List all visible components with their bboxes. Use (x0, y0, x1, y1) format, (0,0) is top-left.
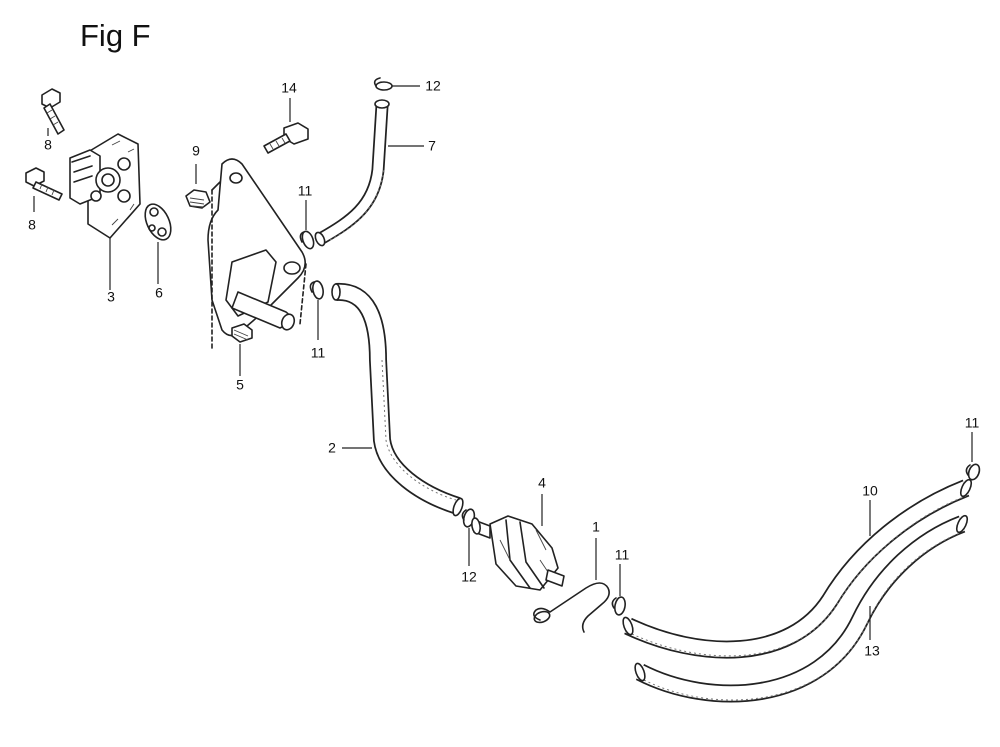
wire-clip (532, 582, 610, 633)
figure-title: Fig F (80, 18, 151, 53)
label-11b: 11 (311, 345, 326, 361)
fuel-hose-7 (314, 99, 390, 247)
fuel-pump (69, 133, 141, 239)
label-11c: 11 (615, 547, 630, 563)
bolt-8-lower (25, 167, 63, 201)
label-3: 3 (107, 289, 115, 305)
fuel-hose-13 (634, 514, 969, 703)
bolt-8-upper (41, 88, 65, 135)
fuel-filter (471, 515, 565, 591)
label-11a: 11 (298, 183, 313, 199)
clip-11-upper (299, 230, 315, 250)
label-10: 10 (862, 483, 878, 499)
fuel-hose-2 (331, 282, 464, 517)
label-5: 5 (236, 377, 244, 393)
clip-11-lower (611, 596, 626, 616)
bolt-14 (263, 122, 309, 154)
clip-12-top (373, 77, 393, 91)
label-1: 1 (592, 519, 600, 535)
label-6: 6 (155, 285, 163, 301)
fuel-hose-10 (622, 478, 973, 659)
label-14: 14 (281, 80, 297, 96)
label-7: 7 (428, 138, 436, 154)
clip-11-right (965, 463, 981, 481)
label-2: 2 (328, 440, 336, 456)
label-13: 13 (864, 643, 880, 659)
part-labels: 8 8 3 6 9 5 14 12 7 11 11 2 12 4 1 11 10… (28, 78, 979, 659)
label-12a: 12 (425, 78, 441, 94)
bracket (207, 158, 307, 351)
label-12b: 12 (461, 569, 477, 585)
nut (185, 189, 211, 209)
leader-lines (33, 85, 973, 640)
label-4: 4 (538, 475, 546, 491)
label-9: 9 (192, 143, 200, 159)
label-11d: 11 (965, 415, 980, 431)
gasket (144, 203, 172, 241)
label-8a: 8 (44, 137, 52, 153)
label-8b: 8 (28, 217, 36, 233)
clip-11-middle (309, 280, 324, 300)
